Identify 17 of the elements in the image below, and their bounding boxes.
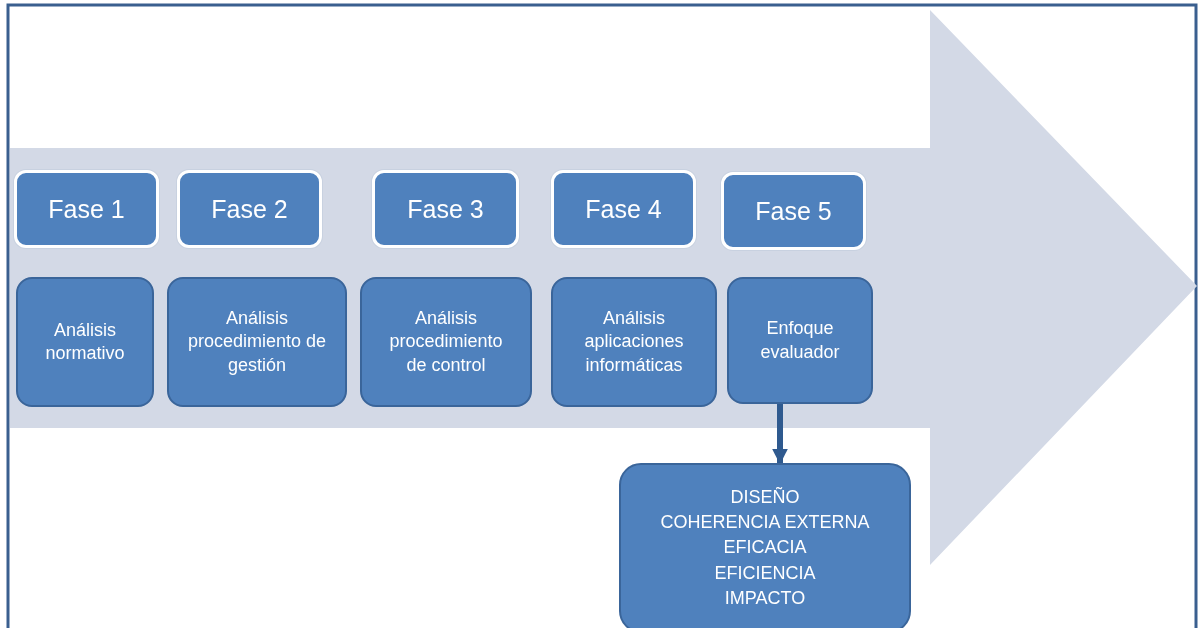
step-box: Análisis procedimiento de control — [360, 277, 532, 407]
criterion-text: COHERENCIA EXTERNA — [660, 511, 870, 535]
step-box: Enfoque evaluador — [727, 277, 873, 404]
criteria-box — [619, 463, 911, 628]
criterion-text: IMPACTO — [724, 586, 806, 610]
step-box: Análisis normativo — [16, 277, 154, 407]
arrow — [772, 404, 788, 465]
phase-box: Fase 1 — [14, 170, 159, 248]
step-box: Análisis aplicaciones informáticas — [551, 277, 717, 407]
criterion-text: EFICIENCIA — [714, 561, 816, 585]
step-box: Análisis procedimiento de gestión — [167, 277, 347, 407]
phase-box: Fase 5 — [721, 172, 866, 250]
phase-box: Fase 3 — [372, 170, 519, 248]
phase-box: Fase 4 — [551, 170, 696, 248]
phase-box: Fase 2 — [177, 170, 322, 248]
criterion-text: EFICACIA — [723, 536, 807, 560]
criterion-text: DISEÑO — [730, 486, 800, 510]
